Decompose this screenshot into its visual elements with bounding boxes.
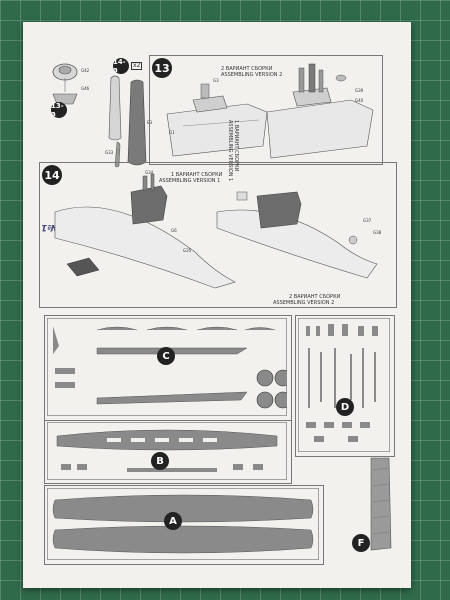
sprue-b-frame [44, 420, 292, 484]
sprue-a-label: A [164, 512, 182, 530]
svg-text:G3: G3 [213, 78, 219, 83]
svg-text:G6: G6 [171, 228, 177, 233]
step-13-badge: 13 [152, 58, 172, 78]
step-14a-illustration: E3 G33 G34 [105, 75, 154, 175]
svg-text:G34: G34 [145, 170, 154, 175]
sprue-d-frame [295, 315, 395, 457]
sprue-c-parts [47, 318, 287, 416]
step-13-v2-caption-en: ASSEMBLING VERSION 2 [221, 72, 283, 78]
step-14-frame [39, 162, 397, 308]
step-14-version-1-hull: G6 G35 [54, 173, 236, 289]
part-f [370, 457, 392, 551]
step-13a-badge: 13-a [51, 102, 67, 118]
step-13-version-2-drawing: G39 G40 [266, 63, 374, 159]
svg-text:G46: G46 [81, 86, 90, 91]
svg-text:G1: G1 [169, 130, 175, 135]
instruction-sheet: G42 G46 13-a 14-a x2 E3 G33 G34 13 G3 G1… [23, 22, 411, 588]
sprue-d-label: D [336, 398, 354, 416]
svg-text:G35: G35 [183, 248, 192, 253]
sprue-c-label: C [157, 347, 175, 365]
svg-text:G40: G40 [355, 98, 364, 103]
svg-text:G37: G37 [363, 218, 372, 223]
step-13-v2-caption-ru: 2 ВАРИАНТ СБОРКИ [221, 66, 273, 72]
sprue-a-parts [47, 488, 319, 560]
svg-text:G33: G33 [105, 150, 114, 155]
sprue-b-label: B [151, 452, 169, 470]
sprue-d-parts [298, 318, 390, 452]
step-14-badge: 14 [42, 165, 62, 185]
step-13-version-1-drawing: G3 G1 [166, 78, 268, 157]
step-14-v2-caption-en: ASSEMBLING VERSION 2 [273, 300, 335, 306]
step-14-version-2-hull: G37 G38 [216, 191, 382, 279]
step-13-frame [149, 55, 383, 165]
svg-text:G42: G42 [81, 68, 90, 73]
sprue-b-parts [47, 422, 287, 480]
step-14a-badge: 14-a [113, 58, 129, 74]
step-14-v1-caption-en: ASSEMBLING VERSION 1 [159, 178, 221, 184]
sprue-f-label: F [352, 534, 370, 552]
svg-text:G38: G38 [373, 230, 382, 235]
svg-text:G39: G39 [355, 88, 364, 93]
step-13a-illustration: G42 G46 [52, 63, 90, 105]
step-14-v2-caption-ru: 2 ВАРИАНТ СБОРКИ [289, 294, 341, 300]
step-14-v1-caption-ru: 1 ВАРИАНТ СБОРКИ [171, 172, 223, 178]
sprue-a-frame [44, 485, 324, 565]
step-14a-multiplier: x2 [131, 62, 143, 70]
